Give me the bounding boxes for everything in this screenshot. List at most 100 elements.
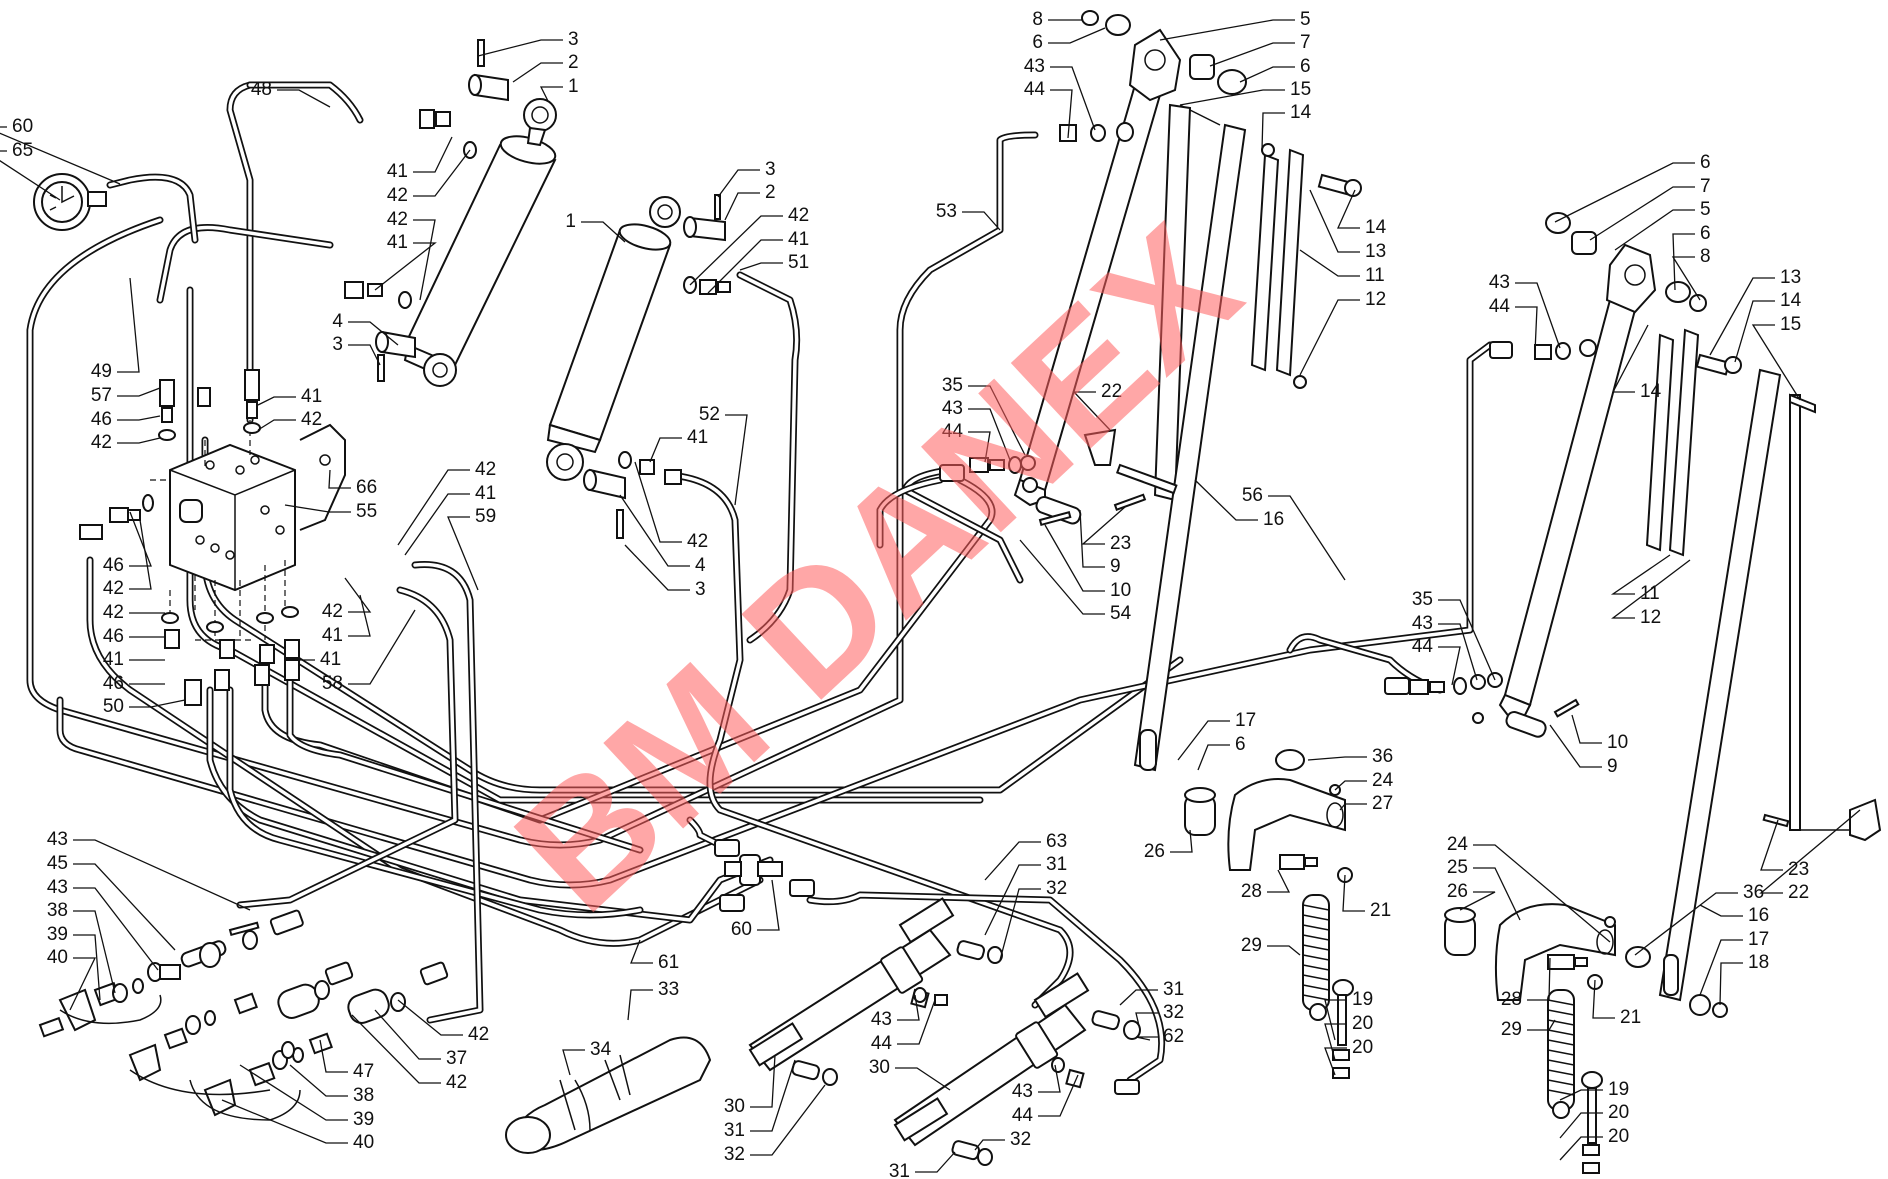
leader-line — [1473, 844, 1611, 943]
part-label-8: 8 — [1700, 246, 1711, 267]
leader-line — [624, 544, 690, 591]
part-label-19: 19 — [1352, 989, 1373, 1010]
part-label-42: 42 — [103, 578, 124, 599]
leader-line — [277, 89, 331, 108]
leader-line — [1438, 599, 1496, 681]
leader-line — [562, 1049, 585, 1076]
leader-line — [1079, 509, 1105, 568]
leader-line — [1267, 945, 1301, 956]
leader-line — [1611, 324, 1649, 393]
leader-line — [413, 219, 436, 301]
leader-line — [129, 699, 186, 708]
leader-line — [512, 62, 563, 83]
part-label-44: 44 — [1024, 79, 1046, 100]
leader-line — [1019, 539, 1105, 615]
leader-line — [413, 149, 471, 197]
leader-line — [351, 1014, 441, 1084]
leader-line — [1515, 282, 1561, 349]
part-label-44: 44 — [942, 421, 964, 442]
leader-line — [1179, 89, 1285, 106]
leader-line — [1760, 819, 1783, 871]
leader-line — [750, 1054, 776, 1108]
part-label-20: 20 — [1608, 1126, 1629, 1147]
part-label-33: 33 — [658, 979, 679, 1000]
part-label-26: 26 — [1144, 841, 1165, 862]
leader-line — [1571, 714, 1602, 744]
part-label-59: 59 — [475, 506, 496, 527]
fitting-57 — [159, 379, 175, 407]
part-label-43: 43 — [1024, 56, 1045, 77]
leader-line — [348, 594, 371, 637]
leader-line — [319, 1039, 348, 1073]
leader-line — [73, 863, 176, 951]
leader-line — [968, 408, 1011, 461]
leader-line — [897, 999, 936, 1045]
part-label-17: 17 — [1748, 929, 1769, 950]
leader-line — [689, 215, 783, 286]
part-label-42: 42 — [103, 602, 124, 623]
part-label-41: 41 — [103, 649, 124, 670]
leader-line — [1324, 1047, 1347, 1076]
leader-line — [1339, 803, 1367, 811]
part-label-31: 31 — [1163, 979, 1184, 1000]
part-label-24: 24 — [1447, 834, 1469, 855]
part-label-11: 11 — [1365, 265, 1385, 286]
leader-line — [73, 839, 251, 911]
part-label-30: 30 — [724, 1096, 745, 1117]
part-label-46: 46 — [91, 409, 112, 430]
leader-line — [1135, 1012, 1158, 1031]
leader-line — [413, 136, 453, 173]
leader-line — [1050, 66, 1096, 131]
part-label-32: 32 — [724, 1144, 745, 1165]
part-label-21: 21 — [1370, 900, 1391, 921]
part-label-46: 46 — [103, 673, 124, 694]
coupler-group — [38, 909, 449, 1121]
leader-line — [477, 39, 563, 57]
leader-line — [1307, 756, 1367, 761]
leader-line — [257, 396, 296, 406]
part-label-56: 56 — [1242, 485, 1263, 506]
part-label-20: 20 — [1352, 1013, 1373, 1034]
part-label-44: 44 — [1489, 296, 1511, 317]
leader-line — [539, 86, 563, 102]
part-label-22: 22 — [1788, 882, 1809, 903]
part-label-42: 42 — [468, 1024, 489, 1045]
leader-line — [1527, 957, 1551, 1001]
leader-line — [374, 242, 437, 291]
leader-line — [1309, 189, 1360, 253]
part-label-42: 42 — [788, 205, 809, 226]
bar-16-lower — [1133, 123, 1247, 772]
leader-line — [1072, 391, 1111, 431]
leader-line — [1634, 892, 1738, 956]
leader-line — [897, 994, 920, 1021]
part-label-60: 60 — [731, 919, 752, 940]
leader-line — [1611, 559, 1691, 619]
hydraulic-cylinders — [344, 39, 731, 539]
part-label-27: 27 — [1372, 793, 1393, 814]
part-label-54: 54 — [1110, 603, 1132, 624]
part-label-7: 7 — [1700, 176, 1711, 197]
part-label-43: 43 — [1489, 272, 1510, 293]
leader-line — [968, 385, 1026, 456]
part-label-35: 35 — [1412, 589, 1433, 610]
leader-line — [1719, 962, 1743, 1006]
part-label-14: 14 — [1780, 290, 1802, 311]
part-label-39: 39 — [47, 924, 68, 945]
cylinder-1-left — [403, 143, 557, 367]
part-label-34: 34 — [590, 1039, 612, 1060]
part-label-32: 32 — [1010, 1129, 1031, 1150]
part-label-32: 32 — [1046, 878, 1067, 899]
leader-line — [1050, 89, 1073, 139]
leader-line — [1734, 300, 1775, 363]
part-label-43: 43 — [942, 398, 963, 419]
leader-line — [1610, 554, 1671, 595]
leader-line — [129, 519, 152, 590]
part-label-22: 22 — [1101, 381, 1122, 402]
part-label-58: 58 — [322, 673, 343, 694]
part-label-41: 41 — [387, 161, 408, 182]
leader-line — [627, 989, 653, 1021]
part-label-41: 41 — [322, 625, 343, 646]
latch-22 — [1083, 428, 1117, 466]
leader-line — [1759, 809, 1861, 894]
